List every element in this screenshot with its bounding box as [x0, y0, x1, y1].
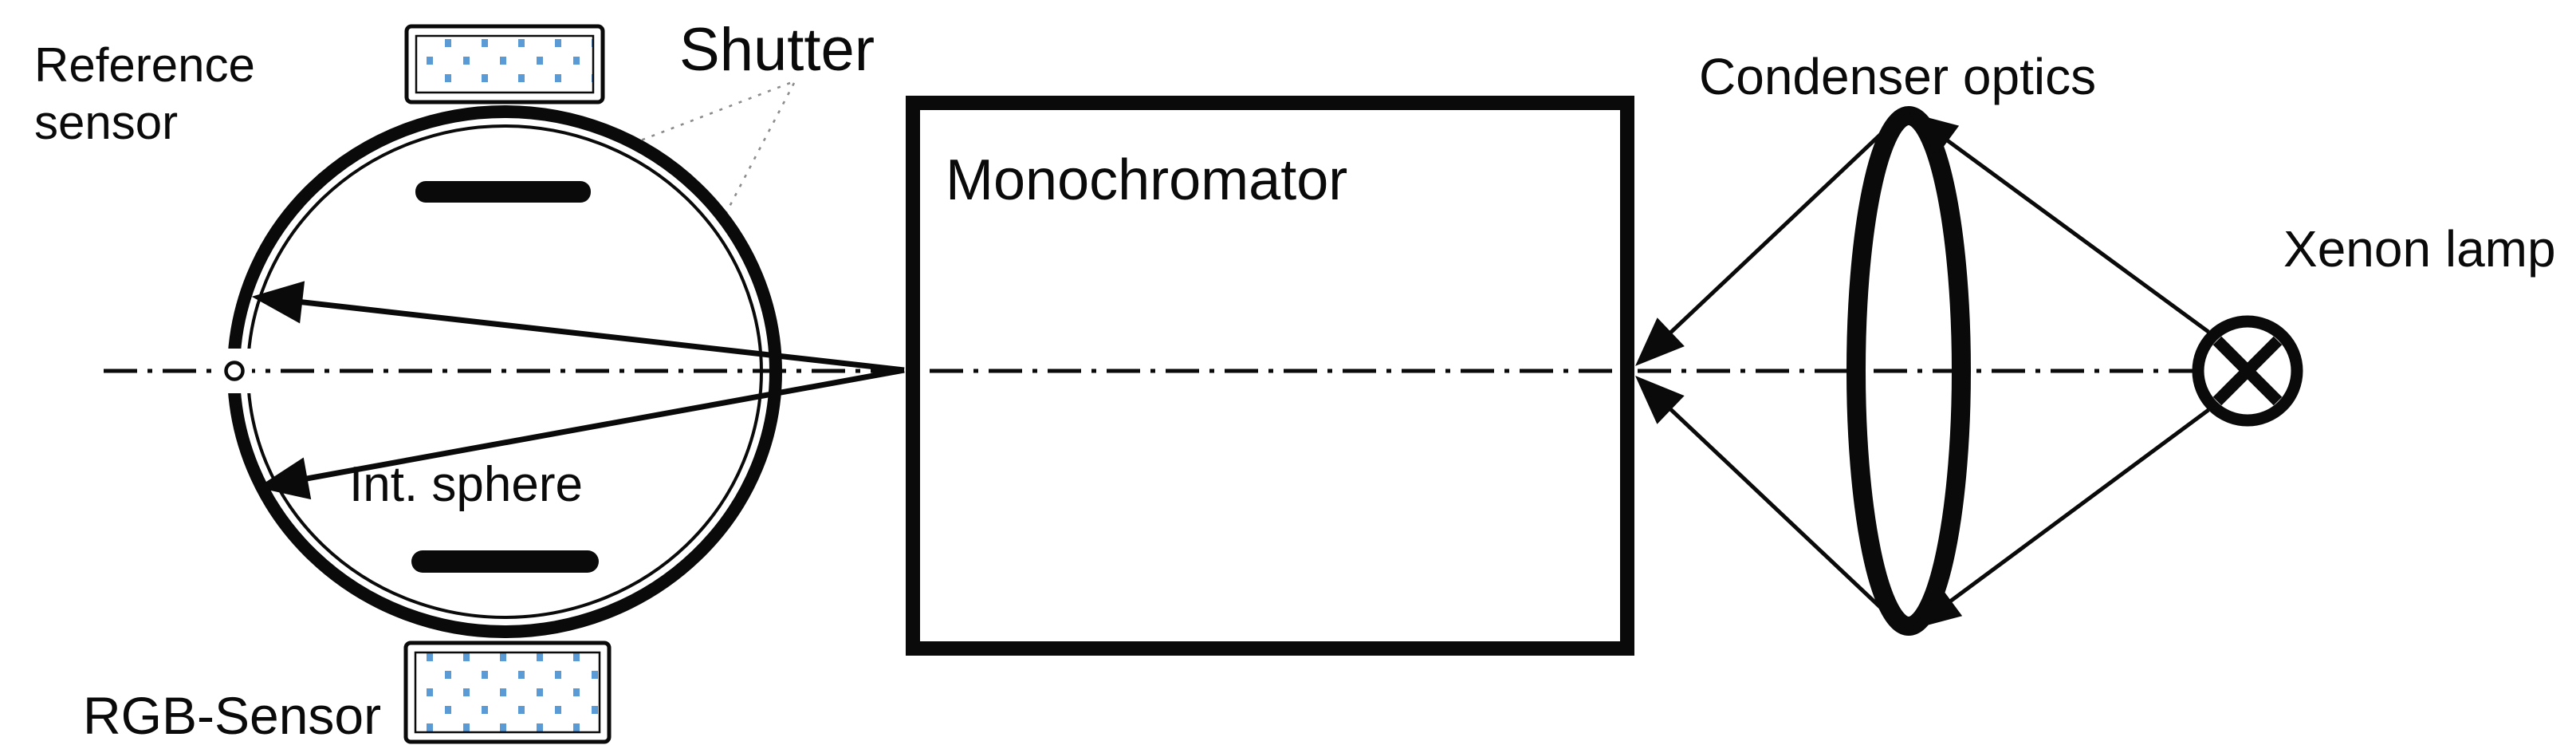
beam-shaft-upper [296, 298, 905, 373]
beam-shaft-lower [301, 367, 905, 483]
port-aperture-circle [224, 361, 245, 381]
condenser-optics-label: Condenser optics [1699, 48, 2096, 105]
top-baffle-shutter [415, 181, 591, 203]
reference-sensor-label-line2: sensor [34, 96, 178, 149]
lamp-to-monochromator-rays [1635, 108, 2210, 634]
diagram-labels: Reference sensor Shutter Int. sphere RGB… [34, 16, 2556, 745]
sphere-wall-gap [217, 349, 252, 393]
rgb-sensor-label: RGB-Sensor [83, 686, 381, 745]
monochromator-box [906, 96, 1634, 656]
arrowhead-lens-top [1909, 112, 1960, 156]
sphere-left-port [217, 349, 252, 393]
rgb-sensor-patch [403, 641, 612, 744]
beam-arrowhead-upper [251, 281, 305, 324]
bottom-baffle-shutter [411, 550, 599, 573]
arrowhead-slit-upper [1635, 317, 1685, 366]
arrowhead-lens-bottom [1912, 585, 1963, 629]
xenon-lamp-label: Xenon lamp [2283, 220, 2556, 278]
ray-lens-bottom-to-slit [1665, 404, 1909, 634]
int-sphere-label: Int. sphere [349, 457, 583, 512]
xenon-lamp-icon [2192, 315, 2303, 427]
shutter-leader-lines [517, 81, 796, 554]
reference-sensor-label-line1: Reference [34, 38, 255, 92]
ray-lamp-to-lens-top [1909, 111, 2210, 334]
shutter-label: Shutter [679, 16, 875, 84]
arrowhead-slit-lower [1635, 376, 1685, 424]
lamp-cross-stroke-2 [2212, 336, 2283, 406]
ray-lamp-to-lens-bottom [1912, 408, 2210, 631]
ray-lens-top-to-slit [1665, 108, 1909, 338]
reference-sensor-hatch-area [415, 34, 595, 94]
beam-arrowhead-lower [257, 457, 312, 500]
reference-sensor-patch [404, 24, 605, 104]
monochromator-label: Monochromator [946, 148, 1347, 212]
rgb-sensor-hatch-area [414, 651, 601, 734]
leader-line-top-baffle [517, 81, 791, 189]
sphere-beam-arrows [251, 281, 905, 500]
